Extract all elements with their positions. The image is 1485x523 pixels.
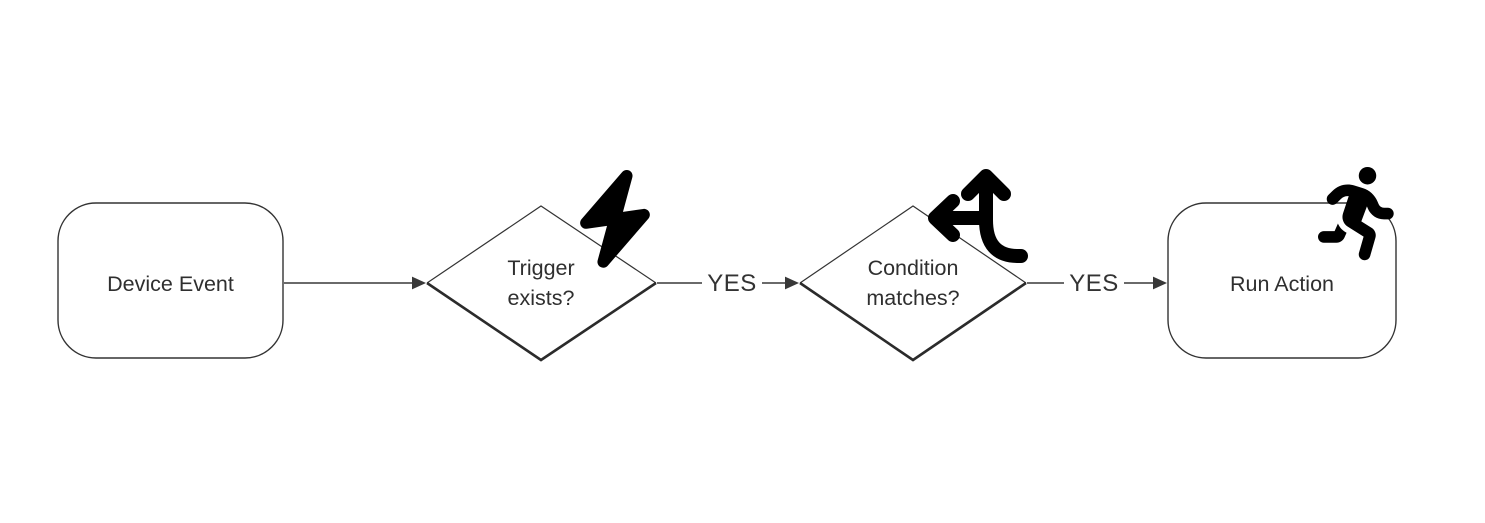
- node-device-event: Device Event: [57, 202, 284, 359]
- node-label-line1: Condition: [868, 256, 959, 280]
- arrowhead-icon: [412, 276, 426, 290]
- node-shape: [57, 202, 284, 359]
- edge-label-yes: YES: [1069, 270, 1119, 297]
- lightning-bolt-glyph: [580, 169, 650, 268]
- node-label: Device Event: [107, 272, 234, 296]
- split-arrows-up-arrowhead: [961, 169, 1011, 201]
- edge-device-event-to-trigger: [284, 276, 426, 290]
- diamond-top-edges: [426, 205, 657, 284]
- split-arrows-left-arrowhead: [928, 194, 960, 242]
- node-label-line1: Trigger: [507, 256, 574, 280]
- diamond-bottom-edges: [426, 281, 657, 362]
- node-label: Run Action: [1230, 272, 1334, 296]
- edge-label-yes: YES: [707, 270, 757, 297]
- running-person-glyph: [1318, 167, 1394, 261]
- diamond-top-edges: [799, 205, 1027, 284]
- node-condition-matches: Condition matches?: [799, 205, 1027, 362]
- edge-trigger-to-condition: YES: [657, 270, 799, 297]
- node-label-line2: matches?: [866, 286, 959, 310]
- node-label-line2: exists?: [508, 286, 575, 310]
- edge-condition-to-run-action: YES: [1027, 270, 1167, 297]
- split-arrows-up-left-icon: [928, 169, 1028, 263]
- node-trigger-exists: Trigger exists?: [426, 205, 657, 362]
- arrowhead-icon: [785, 276, 799, 290]
- running-person-icon: [1318, 167, 1394, 261]
- diamond-bottom-edges: [799, 281, 1027, 362]
- arrowhead-icon: [1153, 276, 1167, 290]
- lightning-bolt-icon: [580, 169, 650, 268]
